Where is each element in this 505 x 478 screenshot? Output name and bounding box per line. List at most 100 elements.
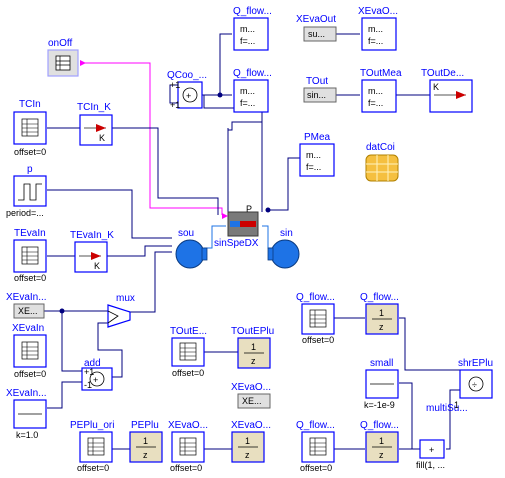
toutde-block[interactable]: TOutDe... K bbox=[421, 68, 473, 113]
tcin-k-label: TCIn_K bbox=[77, 102, 111, 113]
mux-label: mux bbox=[116, 293, 135, 304]
pmea-block[interactable]: PMea m... f=... bbox=[299, 132, 335, 177]
small-label: small bbox=[370, 358, 393, 369]
wire-p-mea bbox=[268, 157, 300, 211]
qflow1-block[interactable]: Q_flow... m... f=... bbox=[233, 6, 272, 51]
xevaout-label: XEvaOut bbox=[296, 14, 336, 25]
peplu-den: z bbox=[143, 450, 148, 460]
small-block[interactable]: small k=-1e-9 bbox=[364, 358, 399, 410]
multisum-block[interactable]: multiSu... + fill(1, ... bbox=[416, 403, 468, 470]
pmea-line2: f=... bbox=[306, 162, 321, 172]
xevain1-label: XEvaIn... bbox=[6, 292, 47, 303]
xevao1-label: XEvaO... bbox=[358, 6, 398, 17]
xevao2-block[interactable]: XEvaO... XE... bbox=[231, 382, 271, 409]
wire-q-in bbox=[169, 84, 180, 104]
qflow4-num: 1 bbox=[379, 308, 384, 318]
datcoi-block[interactable]: datCoi bbox=[365, 142, 399, 182]
qflow6-num: 1 bbox=[379, 436, 384, 446]
wire-mux bbox=[130, 251, 172, 313]
wire-xevain1-add bbox=[61, 311, 82, 372]
tcin-k-block[interactable]: TCIn_K K bbox=[77, 102, 113, 146]
tevain-block[interactable]: TEvaIn offset=0 bbox=[13, 228, 47, 283]
shreplu-block[interactable]: shrEPlu ÷ 1 bbox=[454, 358, 493, 410]
qflow5-offset: offset=0 bbox=[300, 463, 332, 473]
pmea-line1: m... bbox=[306, 150, 321, 160]
xevain2-label: XEvaIn... bbox=[6, 388, 47, 399]
multisum-plus: + bbox=[429, 445, 434, 455]
qflow3-block[interactable]: Q_flow... offset=0 bbox=[296, 292, 335, 345]
qflow5-block[interactable]: Q_flow... offset=0 bbox=[296, 420, 335, 473]
qflow6-label: Q_flow... bbox=[360, 420, 399, 431]
wire-p bbox=[47, 189, 172, 239]
xevain1-block[interactable]: XEvaIn... XE... bbox=[6, 292, 47, 319]
xevain-label: XEvaIn bbox=[12, 323, 44, 334]
xevao4-block[interactable]: XEvaO... 1 z bbox=[231, 420, 271, 463]
qflow6-block[interactable]: Q_flow... 1 z bbox=[360, 420, 399, 463]
qflow3-offset: offset=0 bbox=[302, 335, 334, 345]
toute-label: TOutE... bbox=[170, 326, 207, 337]
shreplu-port: 1 bbox=[454, 400, 459, 410]
add-in1: +1 bbox=[84, 367, 94, 377]
tcin-block[interactable]: TCIn offset=0 bbox=[13, 99, 47, 157]
pmea-label: PMea bbox=[304, 132, 331, 143]
xevao1-line1: m... bbox=[368, 24, 383, 34]
xevao3-block[interactable]: XEvaO... offset=0 bbox=[168, 420, 208, 473]
qflow2-block[interactable]: Q_flow... m... f=... bbox=[233, 68, 272, 113]
qflow2-line1: m... bbox=[240, 86, 255, 96]
qflow2-line2: f=... bbox=[240, 98, 255, 108]
svg-text:÷: ÷ bbox=[472, 380, 477, 390]
toutmea-block[interactable]: TOutMea m... f=... bbox=[360, 68, 402, 113]
wire-qflow4 bbox=[399, 317, 460, 371]
peplu-num: 1 bbox=[143, 436, 148, 446]
tout-block[interactable]: TOut sin... bbox=[303, 76, 337, 103]
xevain2-k: k=1.0 bbox=[16, 430, 38, 440]
xevaout-block[interactable]: XEvaOut su... bbox=[296, 14, 337, 42]
qcoo-block[interactable]: QCoo_... + +1 +1 bbox=[167, 70, 207, 110]
sinspedx-block[interactable]: P sinSpeDX bbox=[214, 204, 259, 249]
small-k: k=-1e-9 bbox=[364, 400, 395, 410]
pulse-block[interactable]: p period=... bbox=[6, 164, 47, 218]
xevao4-label: XEvaO... bbox=[231, 420, 271, 431]
wire-sensor bbox=[227, 121, 262, 213]
add-block[interactable]: add + +1 -1 bbox=[81, 358, 113, 391]
qflow1-line1: m... bbox=[240, 24, 255, 34]
junction-dot bbox=[265, 207, 271, 213]
sin-block[interactable]: sin bbox=[267, 228, 300, 269]
add-in2: -1 bbox=[84, 380, 92, 390]
qflow3-label: Q_flow... bbox=[296, 292, 335, 303]
svg-text:+: + bbox=[186, 91, 191, 101]
touteplu-block[interactable]: TOutEPlu 1 z bbox=[231, 326, 274, 369]
onoff-block[interactable]: onOff bbox=[47, 38, 86, 77]
svg-text:+: + bbox=[93, 375, 98, 385]
onoff-label: onOff bbox=[48, 38, 72, 49]
wire-tcin-k bbox=[112, 127, 219, 215]
peplu-block[interactable]: PEPlu 1 z bbox=[129, 420, 163, 463]
xevaout-inner: su... bbox=[308, 29, 325, 39]
tevain-offset: offset=0 bbox=[14, 273, 46, 283]
tcin-label: TCIn bbox=[19, 99, 41, 110]
wire-multisum bbox=[446, 389, 460, 450]
tevain-k-label: TEvaIn_K bbox=[70, 230, 114, 241]
qflow4-label: Q_flow... bbox=[360, 292, 399, 303]
sin-label: sin bbox=[280, 228, 293, 239]
peplu-ori-block[interactable]: PEPlu_ori offset=0 bbox=[70, 420, 114, 473]
sou-block[interactable]: sou bbox=[175, 228, 208, 269]
tcin-offset: offset=0 bbox=[14, 147, 46, 157]
qflow4-block[interactable]: Q_flow... 1 z bbox=[360, 292, 399, 335]
toute-block[interactable]: TOutE... offset=0 bbox=[170, 326, 207, 378]
shreplu-label: shrEPlu bbox=[458, 358, 493, 369]
toutmea-label: TOutMea bbox=[360, 68, 402, 79]
mux-block[interactable]: mux bbox=[107, 293, 135, 328]
xevain2-block[interactable]: XEvaIn... k=1.0 bbox=[6, 388, 47, 440]
tevain-k-block[interactable]: TEvaIn_K K bbox=[70, 230, 114, 273]
qflow1-label: Q_flow... bbox=[233, 6, 272, 17]
pulse-period: period=... bbox=[6, 208, 44, 218]
xevain-block[interactable]: XEvaIn offset=0 bbox=[12, 323, 47, 379]
toutmea-line1: m... bbox=[368, 86, 383, 96]
wire-add bbox=[97, 322, 123, 378]
qflow1-line2: f=... bbox=[240, 36, 255, 46]
tout-label: TOut bbox=[306, 76, 328, 87]
xevao1-block[interactable]: XEvaO... m... f=... bbox=[358, 6, 398, 51]
peplu-label: PEPlu bbox=[131, 420, 159, 431]
qflow2-label: Q_flow... bbox=[233, 68, 272, 79]
